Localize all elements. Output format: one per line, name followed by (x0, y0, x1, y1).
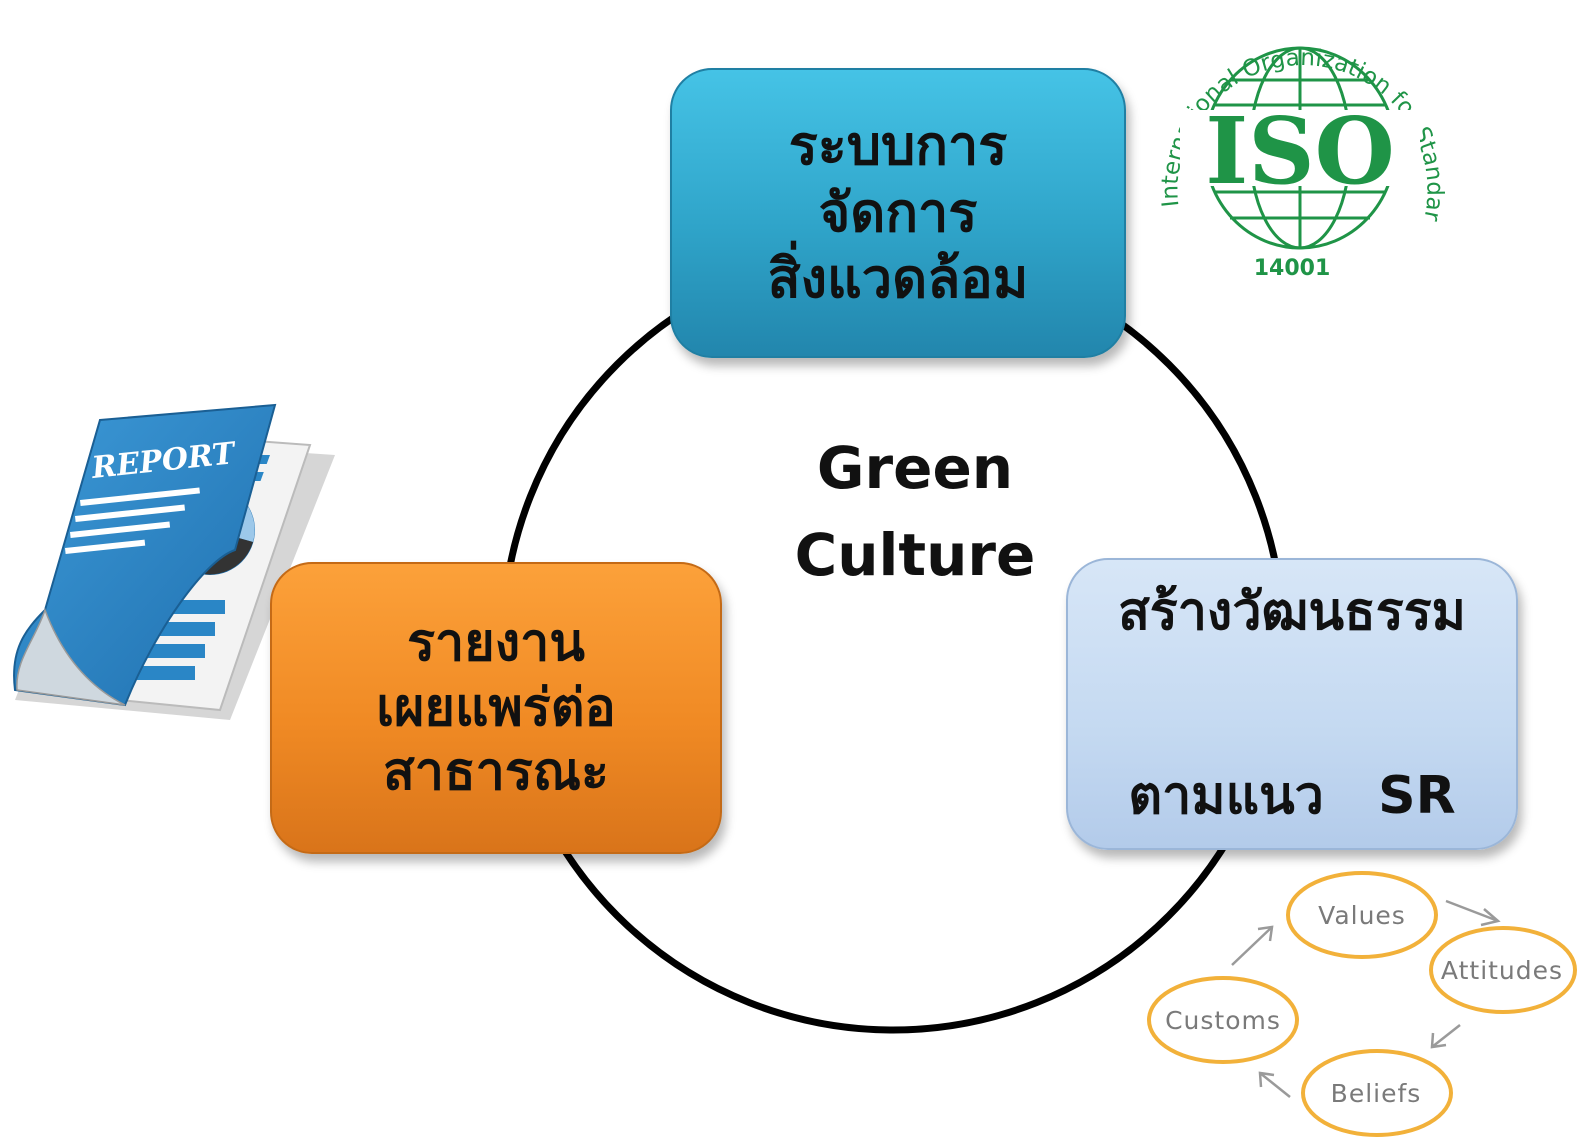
arrow-icon (1430, 1024, 1461, 1049)
beliefs-ring (1301, 1049, 1453, 1137)
culture-item-attitudes: Attitudes (1441, 956, 1563, 985)
arrow-icon (1258, 1071, 1291, 1098)
culture-cycle: Values Attitudes Beliefs Customs (1147, 871, 1577, 1137)
iso-number: 14001 (1254, 256, 1331, 281)
environmental-management-box: ระบบการ จัดการ สิ่งแวดล้อม (670, 68, 1126, 358)
culture-item-customs: Customs (1165, 1006, 1281, 1035)
box-left-text: รายงาน เผยแพร่ต่อ สาธารณะ (376, 613, 616, 803)
culture-item-values: Values (1318, 901, 1406, 930)
values-ring (1286, 871, 1438, 959)
center-label: Green Culture (770, 425, 1060, 599)
arrow-icon (1445, 899, 1501, 927)
attitudes-ring (1429, 926, 1577, 1014)
iso-acronym: ISO (1205, 97, 1395, 205)
sr-culture-box: สร้างวัฒนธรรม ตามแนว SR (1066, 558, 1518, 850)
customs-ring (1147, 976, 1299, 1064)
iso-logo: International Organization for Standardi… (1140, 0, 1448, 281)
center-label-line1: Green (816, 434, 1014, 502)
globe-icon (1203, 46, 1397, 250)
arrow-icon (1231, 925, 1274, 966)
report-icon: REPORT (13, 403, 335, 720)
public-report-box: รายงาน เผยแพร่ต่อ สาธารณะ (270, 562, 722, 854)
box-top-text: ระบบการ จัดการ สิ่งแวดล้อม (767, 113, 1029, 311)
report-cover-lines (65, 487, 200, 554)
box-right-text: สร้างวัฒนธรรม ตามแนว SR (1118, 581, 1466, 826)
center-label-line2: Culture (794, 521, 1036, 589)
culture-item-beliefs: Beliefs (1331, 1079, 1422, 1108)
